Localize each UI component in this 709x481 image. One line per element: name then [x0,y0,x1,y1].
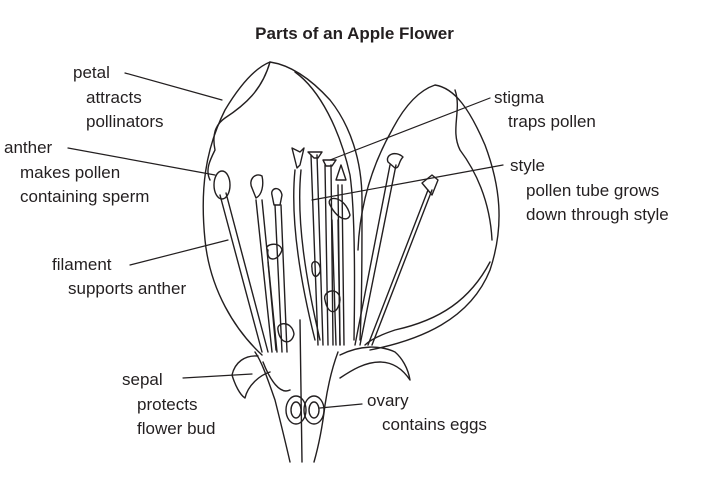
label-sepal: sepal [122,370,163,389]
leader-sepal [182,373,253,379]
label-ovary: ovary [367,391,409,410]
desc-stigma-1: traps pollen [508,112,596,131]
right-petal [357,84,500,351]
desc-ovary-1: contains eggs [382,415,487,434]
leader-petal [124,72,223,101]
desc-filament-1: supports anther [68,279,187,298]
stamens [213,147,439,353]
leader-filament [129,239,229,266]
diagram-title: Parts of an Apple Flower [255,24,454,43]
desc-sepal-1: protects [137,395,198,414]
receptacle [254,319,339,463]
leader-ovary [319,403,363,409]
leader-style [311,164,504,201]
label-petal: petal [73,63,110,82]
label-stigma: stigma [494,88,545,107]
desc-sepal-2: flower bud [137,419,216,438]
leader-lines [67,72,504,409]
desc-petal-1: attracts [86,88,142,107]
leader-stigma [329,97,491,161]
label-anther: anther [4,138,53,157]
anther-left [213,170,231,200]
label-filament: filament [52,255,112,274]
desc-anther-1: makes pollen [20,163,121,182]
leader-anther [67,147,216,176]
desc-anther-2: containing sperm [20,187,150,206]
left-petal [202,61,363,356]
label-style: style [510,156,545,175]
desc-petal-2: pollinators [86,112,164,131]
desc-style-2: down through style [526,205,669,224]
ovary-left [285,395,307,425]
sepals [231,346,411,399]
ovary-right [303,395,325,425]
desc-style-1: pollen tube grows [526,181,660,200]
